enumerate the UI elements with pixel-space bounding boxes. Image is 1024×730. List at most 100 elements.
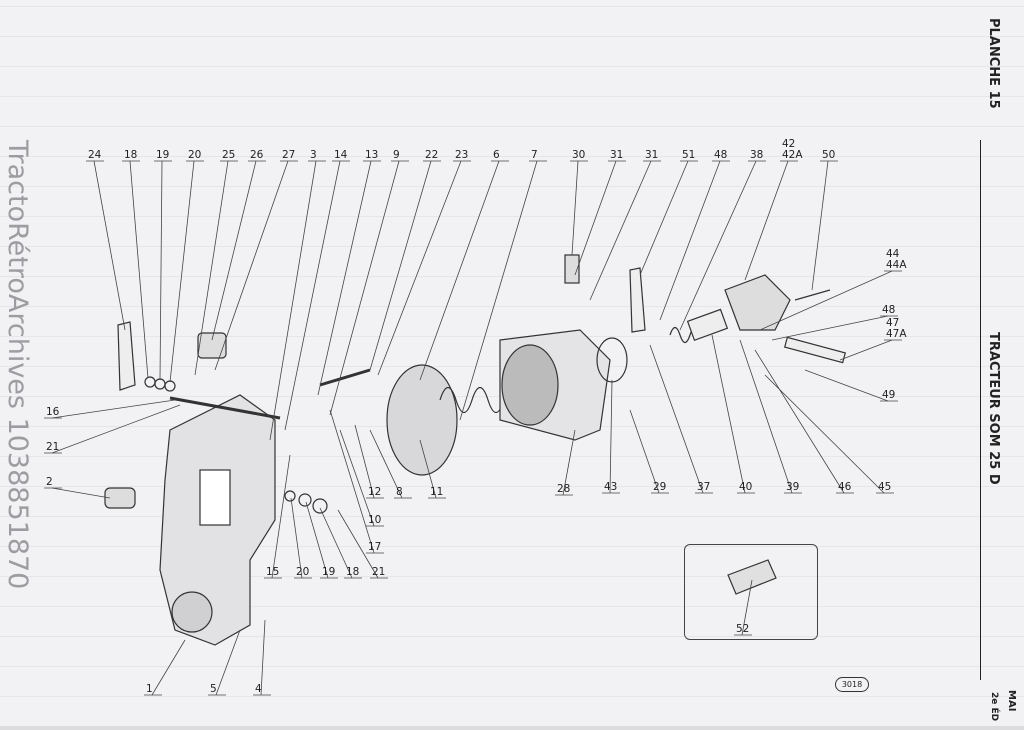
leader-line (51, 404, 181, 454)
washer (284, 490, 296, 502)
leader-line (317, 160, 372, 396)
callout-label: 11 (430, 486, 443, 498)
washer (298, 493, 312, 507)
diaphragm-disc (386, 364, 458, 476)
leader-line (639, 160, 689, 276)
screw-50 (794, 289, 831, 301)
leader-line (562, 429, 576, 496)
leader-line (271, 454, 291, 579)
leader-line (659, 160, 721, 321)
detail-inset-box (684, 544, 818, 640)
callout-label: 44A (886, 259, 907, 271)
leader-line (571, 160, 579, 256)
callout-label: 21 (46, 441, 59, 453)
callout-label: 31 (645, 149, 658, 161)
part-52 (727, 559, 777, 595)
callout-label: 1 (146, 683, 153, 695)
callout-label: 19 (156, 149, 169, 161)
cover-opening (501, 344, 559, 426)
callout-label: 52 (736, 623, 749, 635)
callout-label: 38 (750, 149, 763, 161)
callout-label: 49 (882, 389, 895, 401)
callout-label: 20 (296, 566, 309, 578)
leader-line (369, 160, 432, 371)
plug-26 (197, 332, 227, 359)
header-divider (980, 140, 981, 680)
callout-label: 29 (653, 481, 666, 493)
callout-label: 18 (124, 149, 137, 161)
leader-line (609, 379, 613, 494)
plug-2 (104, 487, 136, 509)
leader-line (419, 439, 437, 499)
callout-label: 47A (886, 328, 907, 340)
callout-label: 21 (372, 566, 385, 578)
callout-label: 45 (878, 481, 891, 493)
leader-line (339, 429, 375, 527)
callout-label: 28 (557, 483, 570, 495)
leader-line (290, 497, 303, 579)
leader-line (269, 160, 317, 441)
callout-label: 24 (88, 149, 102, 161)
leader-line (129, 160, 149, 379)
callout-label: 12 (368, 486, 381, 498)
callout-label: 42A (782, 149, 803, 161)
leader-line (711, 334, 746, 494)
callout-label: 2 (46, 476, 53, 488)
leader-line (169, 160, 195, 383)
leader-line (284, 160, 341, 431)
washer (312, 498, 328, 514)
leader-line (329, 160, 400, 416)
callout-label: 40 (739, 481, 752, 493)
callout-label: 4 (255, 683, 262, 695)
leader-line (93, 160, 126, 331)
leader-line (754, 349, 845, 494)
leader-line (744, 160, 789, 281)
callout-label: 22 (425, 149, 438, 161)
callout-label: 14 (334, 149, 348, 161)
leader-line (211, 160, 257, 341)
callout-label: 23 (455, 149, 468, 161)
pin-47 (783, 336, 847, 364)
callout-label: 20 (188, 149, 201, 161)
washer (144, 376, 156, 388)
valve-sleeve (686, 308, 729, 341)
callout-label: 16 (46, 406, 60, 418)
lever-24 (117, 321, 136, 391)
leader-line (419, 160, 500, 381)
valve-head (724, 274, 791, 331)
leader-line (151, 639, 186, 696)
leader-line (51, 399, 176, 419)
callout-label: 51 (682, 149, 695, 161)
callout-label: 44 (886, 248, 900, 260)
leader-line (759, 270, 893, 331)
page-number-badge: 3018 (835, 677, 869, 692)
washer (164, 380, 176, 392)
lever-51 (629, 267, 646, 333)
leader-line (649, 344, 704, 494)
callout-label: 39 (786, 481, 799, 493)
leader-line (214, 160, 289, 371)
leader-line (629, 409, 660, 494)
leader-line (337, 509, 379, 579)
leader-line (811, 160, 829, 291)
callout-label: 18 (346, 566, 359, 578)
washer (154, 378, 166, 390)
leader-line (741, 579, 753, 636)
leader-line (305, 501, 329, 579)
callout-label: 50 (822, 149, 835, 161)
leader-line (771, 315, 889, 341)
callout-label: 5 (210, 683, 217, 695)
callout-label: 6 (493, 149, 500, 161)
leader-line (377, 160, 462, 376)
leader-line (459, 160, 538, 421)
leader-line (739, 339, 793, 494)
callout-label: 47 (886, 317, 899, 329)
leader-line (329, 409, 375, 554)
leader-line (764, 374, 885, 494)
leader-line (319, 507, 353, 579)
callout-label: 30 (572, 149, 585, 161)
leader-line (215, 629, 241, 696)
leader-line (260, 619, 266, 696)
